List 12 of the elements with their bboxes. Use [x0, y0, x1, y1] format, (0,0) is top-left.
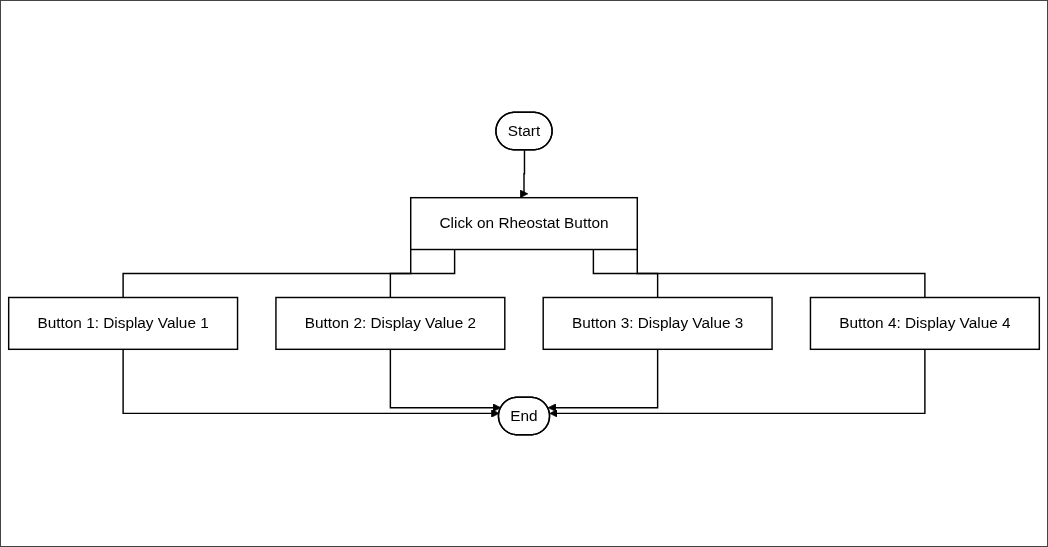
node-box: Button 1: Display Value 1 — [7, 296, 239, 351]
arrow — [389, 348, 502, 412]
arrow — [547, 348, 659, 412]
node-box: Button 2: Display Value 2 — [275, 296, 506, 351]
node-box: Button 3: Display Value 3 — [542, 296, 773, 351]
node-box: Button 4: Display Value 4 — [809, 296, 1041, 351]
node-box: Click on Rheostat Button — [410, 196, 638, 251]
arrow — [549, 348, 926, 418]
arrow — [122, 348, 500, 418]
arrow — [519, 149, 529, 199]
connector — [592, 248, 659, 299]
connector — [389, 248, 456, 299]
